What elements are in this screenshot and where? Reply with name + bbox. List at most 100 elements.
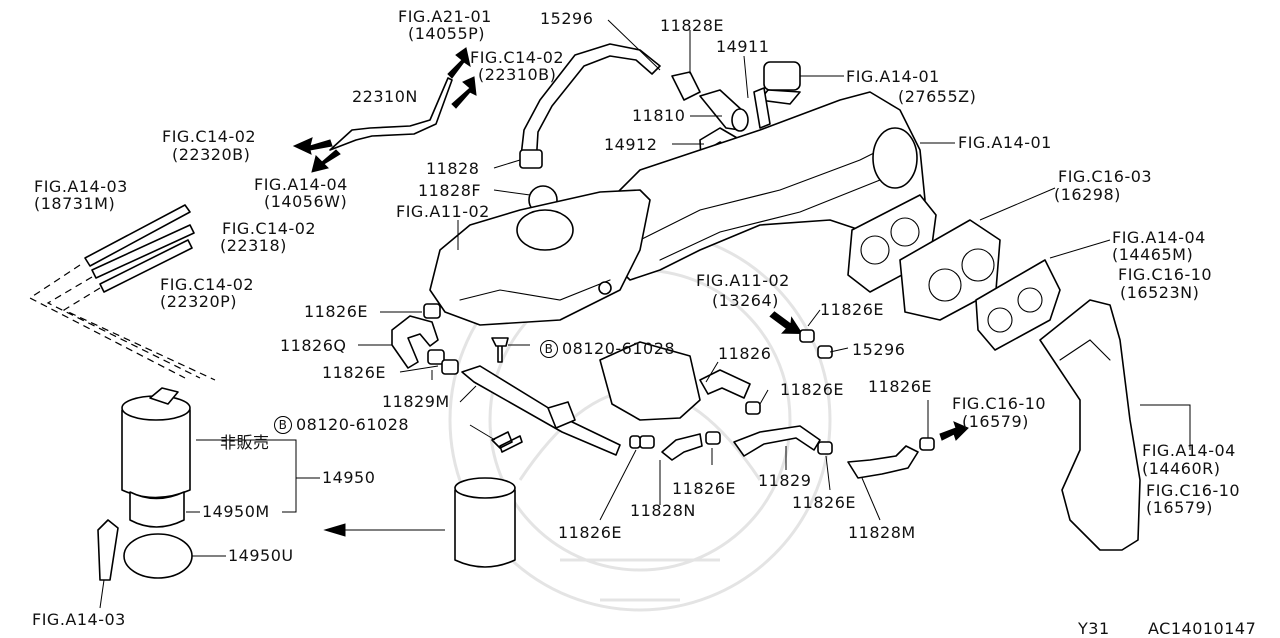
callout-label[interactable]: 22310N [352,87,418,106]
callout-label[interactable]: 11826Q [280,336,347,355]
callout-label[interactable]: 11828N [630,501,696,520]
callout-label[interactable]: FIG.C16-10 [1118,265,1213,284]
callout-label[interactable]: 14950U [228,546,294,565]
callout-label[interactable]: 11826E [820,300,885,319]
bolt-marker-icon: B [540,340,558,358]
clamp-11828 [519,149,543,169]
water-outlet [599,341,701,421]
callout-label[interactable]: (13264) [712,291,779,310]
callout-label[interactable]: (14460R) [1142,459,1221,478]
callout-label[interactable]: 11826E [792,493,857,512]
arrow-16579 [939,421,969,441]
hose-11826q [391,315,439,369]
gasket-16523n [975,259,1061,351]
callout-label[interactable]: 11829M [382,392,450,411]
hose-11826 [699,369,751,399]
callout-label[interactable]: 15296 [852,340,906,359]
callout-label[interactable]: 非販売 [220,433,270,452]
callout-text: 08120-61028 [296,415,410,434]
callout-label[interactable]: 11828M [848,523,916,542]
callout-label[interactable]: FIG.A14-01 [958,133,1052,152]
callout-label[interactable]: 11829 [758,471,812,490]
arrow-14056w [311,149,341,173]
canister-cap-14950u [97,519,193,581]
callout-label[interactable]: FIG.C16-03 [1058,167,1153,186]
callout-label[interactable]: FIG.A14-01 [846,67,940,86]
callout-label[interactable]: FIG.A14-03 [32,610,126,629]
callout-label[interactable]: FIG.C16-10 [1146,481,1241,500]
illustration-code: AC14010147 [1148,619,1257,638]
callout-label[interactable]: 14950 [322,468,376,487]
canister-14950 [121,387,191,528]
callout-label[interactable]: (27655Z) [898,87,977,106]
pipe-11829m [461,365,621,456]
hose-11828n [661,433,703,461]
callout-label[interactable]: FIG.C14-02 [222,219,317,238]
callout-label[interactable]: (18731M) [34,194,116,213]
callout-text: 08120-61028 [562,339,676,358]
callout-label[interactable]: 11810 [632,106,686,125]
callout-label[interactable]: (16523N) [1120,283,1200,302]
arrow-13264 [769,311,803,335]
bolt-08120-61028-a [491,337,509,363]
hose-14911 [753,87,771,129]
bolt-08120-61028-b [491,431,523,453]
clamps [423,303,935,455]
callout-label[interactable]: (14056W) [264,192,348,211]
callout-label[interactable]: FIG.A11-02 [696,271,790,290]
callout-label[interactable]: 11826 [718,344,772,363]
callout-label[interactable]: (16298) [1054,185,1121,204]
bolt-marker-icon: B [274,416,292,434]
callout-label[interactable]: 11826E [780,380,845,399]
callout-label[interactable]: FIG.A14-04 [1112,228,1206,247]
hose-bundle [84,204,195,293]
callout-label[interactable]: FIG.A21-01 [398,7,492,26]
callout-label[interactable]: FIG.C14-02 [160,275,255,294]
callout-label[interactable]: 15296 [540,9,594,28]
callout-label[interactable]: FIG.A14-04 [254,175,348,194]
callout-label[interactable]: (22310B) [478,65,557,84]
air-duct-14460r [1039,299,1141,551]
arrow-14055p [447,47,471,79]
callout-label[interactable]: FIG.A14-03 [34,177,128,196]
bracket [547,401,576,429]
callout-label[interactable]: 11826E [322,363,387,382]
callout-label[interactable]: 14950M [202,502,270,521]
callout-label[interactable]: 11828F [418,181,482,200]
vapor-line-dashed [28,264,216,381]
callout-label[interactable]: 14911 [716,37,770,56]
callout-label[interactable]: FIG.C16-10 [952,394,1047,413]
callout-label[interactable]: 11826E [304,302,369,321]
callout-label[interactable]: FIG.C14-02 [470,48,565,67]
callout-label[interactable]: FIG.A11-02 [396,202,490,221]
callout-label[interactable]: 11828 [426,159,480,178]
callout-label[interactable]: (14465M) [1112,245,1194,264]
hose-11828m [847,445,919,479]
model-code: Y31 [1078,619,1110,638]
rocker-cover [429,189,651,326]
callout-label[interactable]: (22320B) [172,145,251,164]
callout-label[interactable]: (16579) [962,412,1029,431]
callout-label[interactable]: 11828E [660,16,725,35]
arrow-22320b [292,137,333,155]
callout-label[interactable]: FIG.C14-02 [162,127,257,146]
callout-label[interactable]: 11826E [672,479,737,498]
callout-label[interactable]: (22320P) [160,292,238,311]
callout-label[interactable]: 14912 [604,135,658,154]
callout-label[interactable]: (22318) [220,236,287,255]
clamp-11828e [671,71,701,101]
callout-label[interactable]: (16579) [1146,498,1213,517]
callout-label[interactable]: (14055P) [408,24,486,43]
valve-27655z [763,61,801,91]
canister-detail [454,477,516,568]
arrow-22310b [451,76,477,109]
callout-label[interactable]: 11826E [558,523,623,542]
tube-22310n [329,77,453,151]
callout-label[interactable]: 11826E [868,377,933,396]
callout-label[interactable]: FIG.A14-04 [1142,441,1236,460]
pipe-11829 [733,425,821,457]
leader-lines [99,19,1191,609]
